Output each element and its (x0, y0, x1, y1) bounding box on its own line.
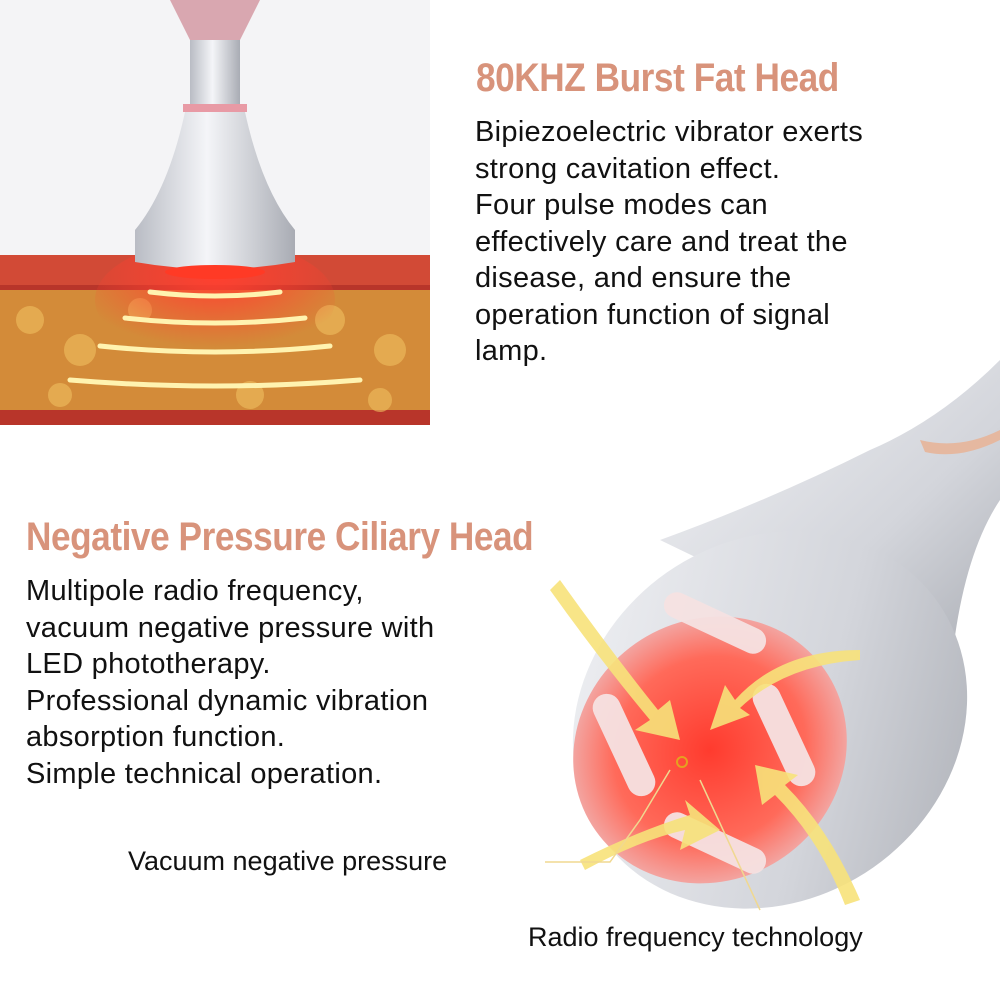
fat-head-heading: 80KHZ Burst Fat Head (476, 56, 839, 100)
description-line: lamp. (475, 335, 548, 367)
skin-cavitation-graphic (0, 0, 430, 425)
description-line: Simple technical operation. (26, 757, 383, 790)
description-line: Professional dynamic vibration (26, 684, 429, 717)
description-line: Multipole radio frequency, (26, 575, 364, 607)
fat-head-illustration (0, 0, 430, 425)
description-line: LED phototherapy. (26, 648, 271, 680)
description-line: effectively care and treat the (475, 225, 848, 258)
ciliary-head-heading: Negative Pressure Ciliary Head (26, 515, 534, 559)
description-line: disease, and ensure the (475, 262, 792, 294)
description-line: absorption function. (26, 721, 286, 753)
ciliary-head-description: Multipole radio frequency, vacuum negati… (26, 573, 434, 792)
radio-frequency-label: Radio frequency technology (528, 922, 863, 952)
description-line: Four pulse modes can (475, 189, 768, 221)
device-graphic (550, 360, 1000, 909)
fat-head-description: Bipiezoelectric vibrator exerts strong c… (475, 114, 863, 370)
ciliary-head-device (540, 360, 1000, 920)
description-line: operation function of signal (475, 298, 831, 331)
description-line: vacuum negative pressure with (26, 611, 435, 644)
description-line: Bipiezoelectric vibrator exerts (475, 116, 864, 148)
vacuum-pressure-label: Vacuum negative pressure (128, 846, 448, 876)
description-line: strong cavitation effect. (475, 152, 781, 185)
